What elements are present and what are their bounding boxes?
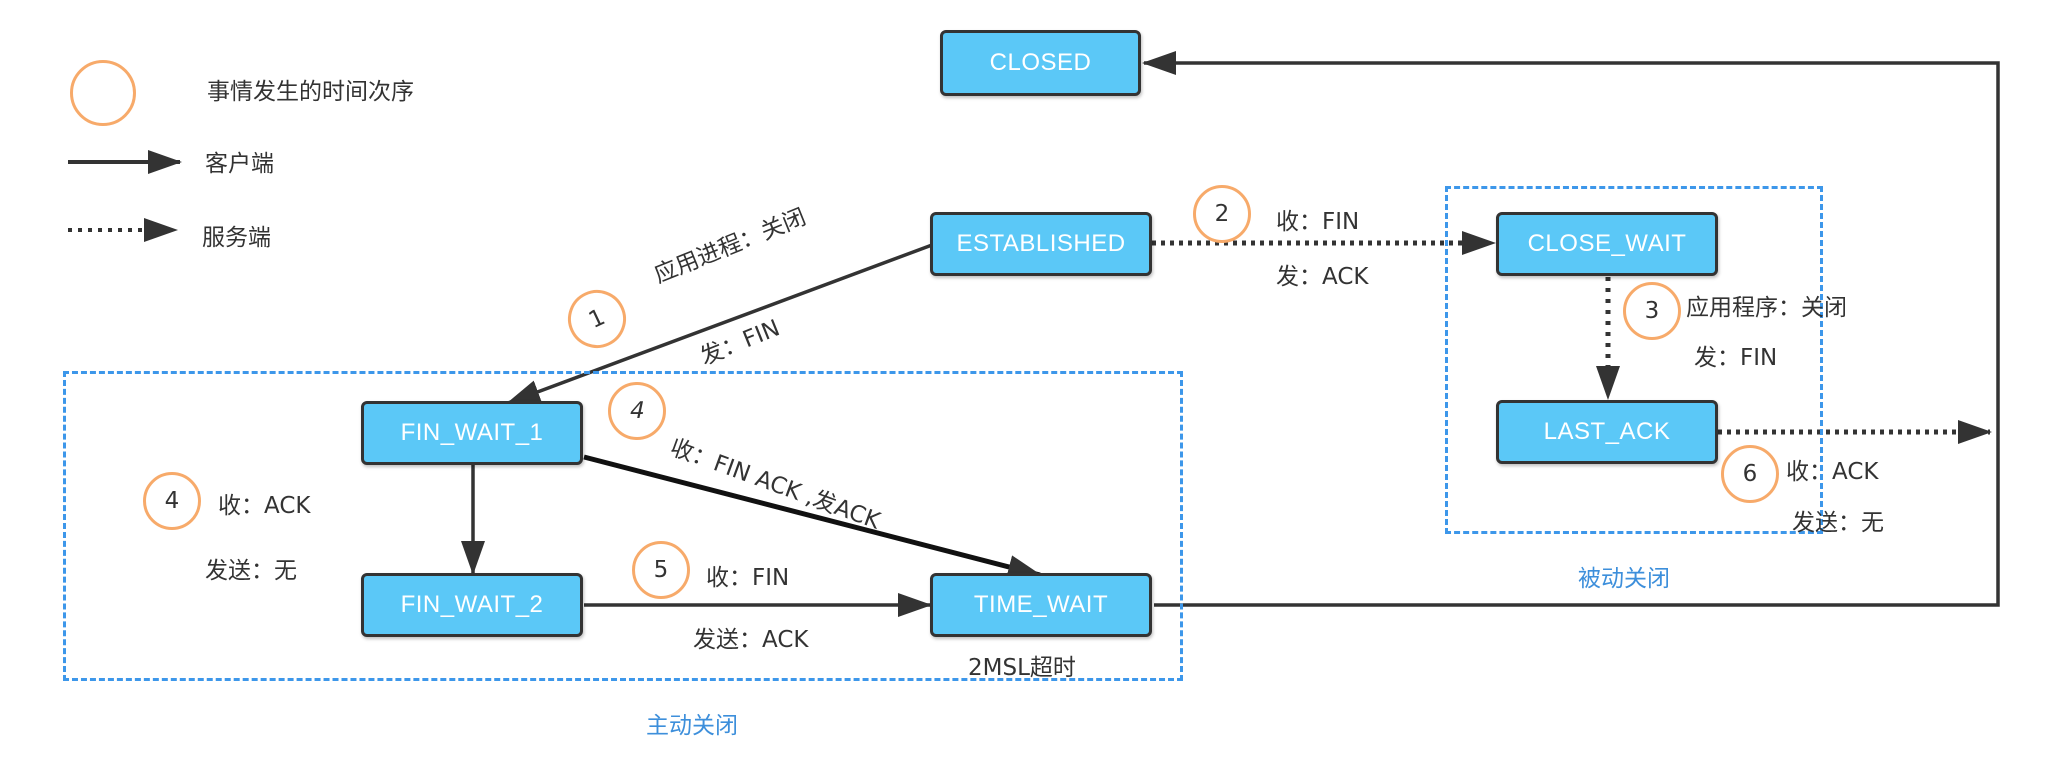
- step-6-circle: 6: [1721, 445, 1779, 503]
- step-4b-circle: 4: [608, 382, 666, 440]
- step-5-line2: 发送：ACK: [693, 627, 809, 653]
- step-5-circle: 5: [632, 541, 690, 599]
- edge-time-wait-to-closed: [1142, 51, 2000, 607]
- step-6-line1: 收：ACK: [1786, 459, 1879, 485]
- passive-close-title: 被动关闭: [1578, 566, 1670, 592]
- state-fin-wait-2[interactable]: FIN_WAIT_2: [361, 573, 583, 637]
- passive-close-group: [1445, 186, 1823, 534]
- step-3-circle: 3: [1623, 282, 1681, 340]
- step-4a-circle: 4: [143, 472, 201, 530]
- step-4a-line2: 发送：无: [205, 558, 297, 584]
- state-established[interactable]: ESTABLISHED: [930, 212, 1152, 276]
- step-6-line2: 发送：无: [1792, 510, 1884, 536]
- step-6-number: 6: [1742, 461, 1758, 487]
- state-fin-wait-1[interactable]: FIN_WAIT_1: [361, 401, 583, 465]
- step-4a-number: 4: [164, 488, 180, 514]
- state-last-ack[interactable]: LAST_ACK: [1496, 400, 1718, 464]
- active-close-title: 主动关闭: [646, 713, 738, 739]
- step-2-line2: 发：ACK: [1276, 264, 1369, 290]
- step-1-number: 1: [584, 304, 610, 334]
- legend-server-label: 服务端: [202, 225, 271, 251]
- legend-step-circle-icon: [70, 60, 136, 126]
- step-2-circle: 2: [1193, 185, 1251, 243]
- state-close-wait[interactable]: CLOSE_WAIT: [1496, 212, 1718, 276]
- step-4a-line1: 收：ACK: [218, 493, 311, 519]
- step-3-number: 3: [1644, 298, 1660, 324]
- state-time-wait[interactable]: TIME_WAIT: [930, 573, 1152, 637]
- state-closed[interactable]: CLOSED: [940, 30, 1141, 96]
- legend-circle-label: 事情发生的时间次序: [207, 79, 414, 105]
- step-4b-number: 4: [626, 398, 648, 424]
- legend-client-label: 客户端: [205, 151, 274, 177]
- timeout-label: 2MSL超时: [968, 655, 1076, 681]
- active-close-group: [63, 371, 1183, 681]
- edge-fin-wait-1-to-time-wait: [583, 454, 1042, 579]
- step-2-number: 2: [1214, 201, 1230, 227]
- step-3-line2: 发：FIN: [1694, 345, 1778, 371]
- step-2-line1: 收：FIN: [1276, 209, 1360, 235]
- step-5-number: 5: [653, 557, 669, 583]
- step-5-line1: 收：FIN: [706, 565, 790, 591]
- step-3-line1: 应用程序：关闭: [1686, 295, 1847, 321]
- edge-established-to-fin-wait-1: [506, 243, 933, 405]
